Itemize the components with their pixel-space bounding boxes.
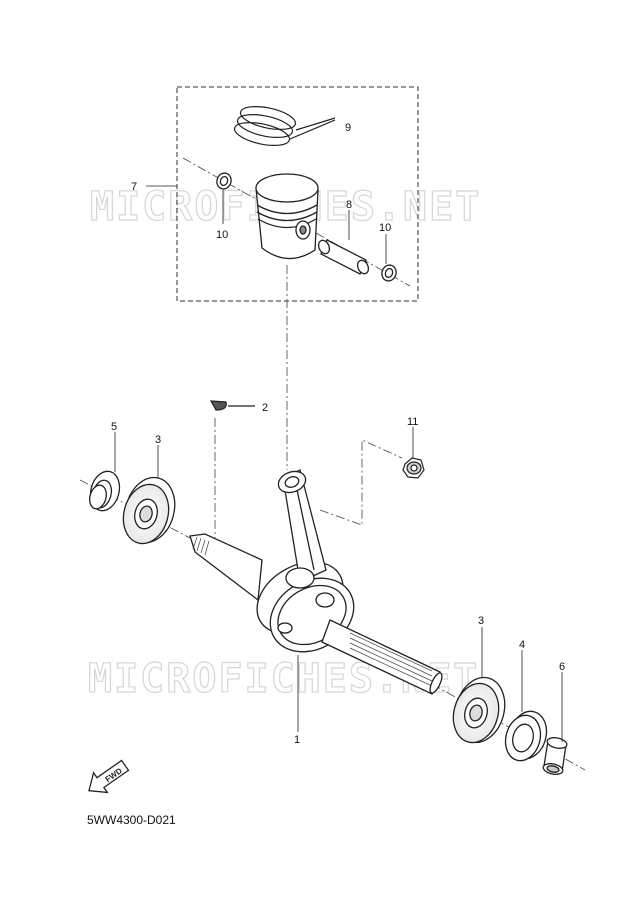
callout-7: 7 (131, 181, 137, 193)
collar (542, 737, 568, 775)
piston (255, 173, 319, 260)
callout-4: 4 (519, 639, 525, 651)
callout-5: 5 (111, 421, 117, 433)
callout-10-right: 10 (379, 222, 391, 234)
oil-seal-left (89, 470, 121, 512)
callout-8: 8 (346, 199, 352, 211)
bearing-right (452, 676, 506, 744)
woodruff-key (209, 400, 255, 411)
fwd-arrow-icon: FWD (88, 759, 130, 794)
callout-3-left: 3 (155, 434, 161, 446)
bearing-left (122, 476, 176, 545)
leader-lines (114, 185, 563, 742)
callout-1: 1 (294, 734, 300, 746)
callout-6: 6 (559, 661, 565, 673)
piston-group-box (176, 86, 419, 302)
piston-pin (317, 239, 370, 275)
nut (402, 457, 425, 479)
callout-2: 2 (262, 402, 268, 414)
callout-11: 11 (407, 416, 418, 428)
callout-10-left: 10 (216, 229, 228, 241)
oil-seal-right (504, 710, 548, 762)
circlip-right (381, 264, 397, 282)
diagram-code: 5WW4300-D021 (87, 813, 176, 827)
crankshaft (189, 469, 443, 695)
piston-rings (233, 106, 336, 146)
callouts: 9 7 8 10 10 2 5 3 11 1 3 4 6 (111, 122, 565, 746)
circlip-left (216, 172, 232, 190)
callout-9: 9 (345, 122, 351, 134)
callout-3-right: 3 (478, 615, 484, 627)
